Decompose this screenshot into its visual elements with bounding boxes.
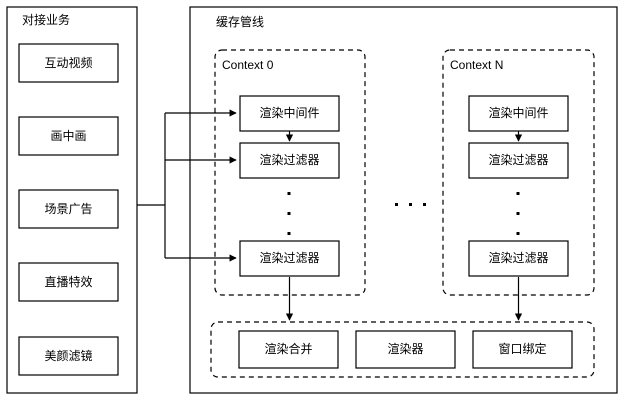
output-node-box-2[interactable] [472,330,573,369]
contexts-horizontal-ellipsis [395,203,426,206]
context-0-node-box-0[interactable] [239,95,340,132]
context-n-node-label-1: 渲染过滤器 [488,152,548,167]
right-panel-title: 缓存管线 [216,14,264,29]
context-n-group [442,49,595,296]
context-n-node-box-0[interactable] [468,95,569,132]
context-n-title: Context N [450,58,503,72]
context-n-node-box-1[interactable] [468,142,569,179]
left-item-box-2[interactable] [18,189,119,229]
output-node-box-0[interactable] [238,330,339,369]
left-item-box-4[interactable] [18,336,119,376]
output-node-label-1: 渲染器 [387,341,423,356]
left-item-box-0[interactable] [18,43,119,83]
right-panel-container [189,6,618,394]
left-item-label-0: 互动视频 [44,55,92,70]
context-0-node-box-2[interactable] [239,240,340,277]
left-item-label-3: 直播特效 [44,274,92,289]
output-group [210,321,595,378]
context-n-vertical-ellipsis [516,192,520,235]
output-node-box-1[interactable] [355,330,456,369]
context-n-node-label-2: 渲染过滤器 [488,250,548,265]
context-0-group [214,49,366,296]
left-item-label-4: 美颜滤镜 [44,348,92,363]
context-n-node-label-0: 渲染中间件 [488,105,548,120]
context-0-node-box-1[interactable] [239,142,340,179]
context-0-node-label-1: 渲染过滤器 [259,152,319,167]
left-panel-title: 对接业务 [22,12,70,27]
output-node-label-0: 渲染合并 [264,341,312,356]
left-item-label-2: 场景广告 [44,202,92,216]
left-item-label-1: 画中画 [50,128,86,143]
context-0-title: Context 0 [222,58,274,72]
output-node-label-2: 窗口绑定 [498,341,546,356]
context-n-node-box-2[interactable] [468,240,569,277]
context-0-node-label-0: 渲染中间件 [259,105,319,120]
left-item-box-1[interactable] [18,116,119,156]
left-item-box-3[interactable] [18,262,119,302]
context-0-node-label-2: 渲染过滤器 [259,250,319,265]
context-0-vertical-ellipsis [287,192,291,235]
